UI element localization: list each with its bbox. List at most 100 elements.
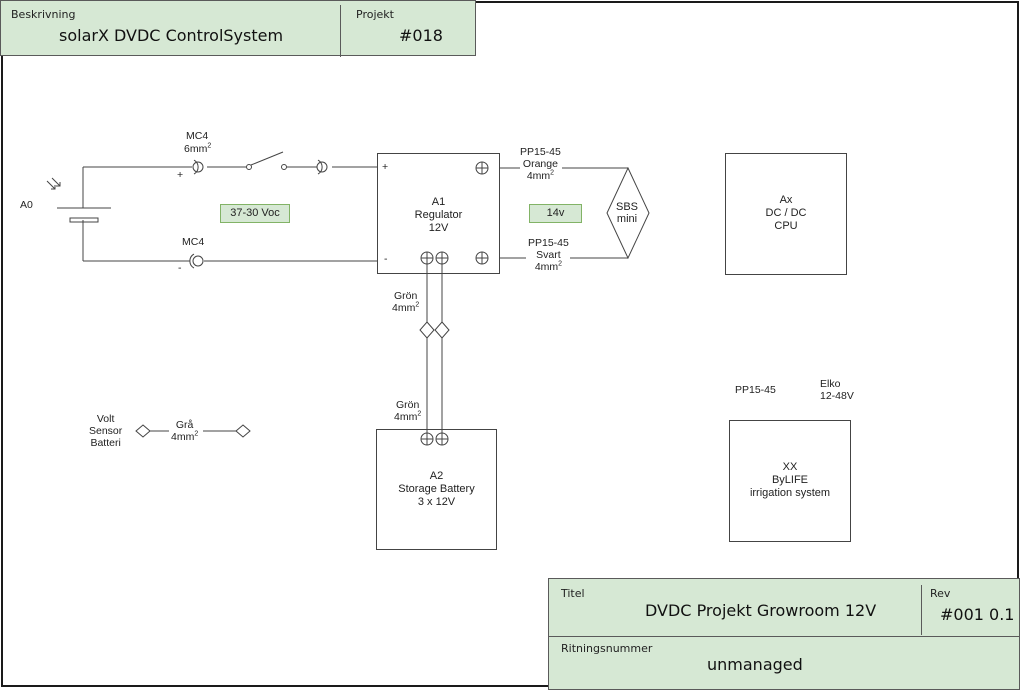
green-lower-size-value: 4mm xyxy=(394,411,418,423)
green-upper-color: Grön xyxy=(393,290,418,302)
mc4-top-connector xyxy=(192,161,204,173)
volt-sensor-line2: Sensor xyxy=(89,425,123,437)
mc4-top-label: MC4 xyxy=(186,130,209,142)
regulator-plus: + xyxy=(382,161,389,173)
regulator-id: A1 xyxy=(431,196,446,208)
title-value: DVDC Projekt Growroom 12V xyxy=(645,601,877,620)
orange-cable-color: Orange xyxy=(522,158,558,170)
green-connector-b xyxy=(434,321,450,339)
sensor-cable-size-value: 4mm xyxy=(171,431,195,443)
green-lower-size-sup: 2 xyxy=(417,410,422,418)
sensor-cable-label: Grå 4mm2 xyxy=(171,419,198,443)
green-upper-size-value: 4mm xyxy=(392,302,416,314)
footer-horizontal-divider xyxy=(549,636,1019,637)
title-label: Titel xyxy=(561,587,585,600)
irrigation-system-box: XX ByLIFE irrigation system xyxy=(729,420,851,542)
storage-battery-box: A2 Storage Battery 3 x 12V xyxy=(376,429,497,550)
black-size-value: 4mm xyxy=(534,261,559,273)
dcdc-text: Ax DC / DC CPU xyxy=(726,194,846,233)
output-orange-label: PP15-45 Orange 4mm2 xyxy=(520,146,561,182)
sbs-line2: mini xyxy=(616,213,638,225)
header-title-block: Beskrivning solarX DVDC ControlSystem Pr… xyxy=(0,0,476,57)
solar-panel-label: A0 xyxy=(20,199,33,211)
mc4-switch-connector xyxy=(316,161,328,173)
pp-label: PP15-45 xyxy=(735,384,776,396)
footer-vertical-divider xyxy=(921,585,922,635)
switch-contact-right xyxy=(281,164,287,170)
project-value: #018 xyxy=(399,26,443,45)
regulator-rating: 12V xyxy=(428,222,449,234)
battery-rating: 3 x 12V xyxy=(417,496,456,508)
volt-sensor-line1: Volt xyxy=(96,413,115,425)
orange-size-value: 4mm xyxy=(526,170,551,182)
mc4-bottom-arc xyxy=(189,253,195,269)
mc4-bottom-label: MC4 xyxy=(182,236,205,248)
mc4-top-size-value: 6mm xyxy=(184,143,208,155)
sbs-line1: SBS xyxy=(616,201,639,213)
green-connector-a xyxy=(419,321,435,339)
project-label: Projekt xyxy=(356,8,394,21)
black-cable-color: Svart xyxy=(536,249,561,261)
dcdc-name: DC / DC xyxy=(765,207,807,219)
cell-plate-short xyxy=(69,217,99,223)
battery-id: A2 xyxy=(429,470,444,482)
battery-text: A2 Storage Battery 3 x 12V xyxy=(377,470,496,509)
negative-sign: - xyxy=(178,262,182,274)
regulator-name: Regulator xyxy=(414,209,463,221)
volt-sensor-label: Volt Sensor Batteri xyxy=(89,413,122,449)
battery-name: Storage Battery xyxy=(398,483,475,495)
mc4-top-arc xyxy=(193,159,199,175)
footer-title-block: Titel DVDC Projekt Growroom 12V Rev #001… xyxy=(548,578,1020,690)
regulator-box: + - A1 Regulator 12V xyxy=(377,153,500,274)
green-upper-size-sup: 2 xyxy=(415,301,420,309)
header-divider xyxy=(340,5,341,57)
green-lower-size: 4mm2 xyxy=(394,410,422,424)
dcdc-id: Ax xyxy=(779,194,793,206)
mc4-bottom-connector xyxy=(192,255,204,267)
sensor-cable-color: Grå xyxy=(175,419,194,431)
irrigation-name: ByLIFE xyxy=(771,474,809,486)
elko-line1: Elko xyxy=(820,378,841,390)
sensor-cable-size-sup: 2 xyxy=(194,430,199,438)
volt-sensor-line3: Batteri xyxy=(90,437,121,449)
orange-cable-type: PP15-45 xyxy=(520,146,561,158)
irrigation-id: XX xyxy=(782,461,798,473)
sbs-label: SBS mini xyxy=(616,201,638,225)
output-black-label: PP15-45 Svart 4mm2 xyxy=(528,237,569,273)
switch-lever xyxy=(250,151,284,166)
black-cable-size: 4mm2 xyxy=(528,260,569,274)
sensor-connector-left xyxy=(135,424,151,438)
mc4-top-size: 6mm2 xyxy=(184,142,212,156)
elko-label: Elko 12-48V xyxy=(820,378,854,402)
orange-size-sup: 2 xyxy=(550,169,555,177)
mc4-switch-arc xyxy=(317,159,323,175)
rev-value: #001 0.1 xyxy=(940,605,1015,624)
green-upper-size: 4mm2 xyxy=(392,301,420,315)
black-cable-type: PP15-45 xyxy=(528,237,569,249)
voltage-tag: 14v xyxy=(529,204,582,223)
sbs-diamond xyxy=(606,166,650,260)
drawing-number-label: Ritningsnummer xyxy=(561,642,653,655)
sensor-cable-size: 4mm2 xyxy=(171,430,199,444)
dcdc-sub: CPU xyxy=(774,220,798,232)
green-cable-upper-label: Grön 4mm2 xyxy=(392,290,419,314)
voc-tag: 37-30 Voc xyxy=(220,204,290,223)
green-lower-color: Grön xyxy=(395,399,420,411)
orange-cable-size: 4mm2 xyxy=(520,169,561,183)
positive-sign: + xyxy=(177,169,184,181)
black-size-sup: 2 xyxy=(558,260,563,268)
dcdc-cpu-box: Ax DC / DC CPU xyxy=(725,153,847,275)
regulator-text: A1 Regulator 12V xyxy=(378,196,499,235)
irrigation-sub: irrigation system xyxy=(749,487,831,499)
elko-line2: 12-48V xyxy=(820,390,854,402)
green-cable-lower-label: Grön 4mm2 xyxy=(394,399,421,423)
description-value: solarX DVDC ControlSystem xyxy=(59,26,284,45)
sensor-connector-right xyxy=(235,424,251,438)
switch-contact-left xyxy=(246,164,252,170)
mc4-top-size-sup: 2 xyxy=(207,142,212,150)
regulator-minus: - xyxy=(384,253,388,265)
irrigation-text: XX ByLIFE irrigation system xyxy=(730,461,850,500)
drawing-number-value: unmanaged xyxy=(707,655,803,674)
rev-label: Rev xyxy=(930,587,951,600)
